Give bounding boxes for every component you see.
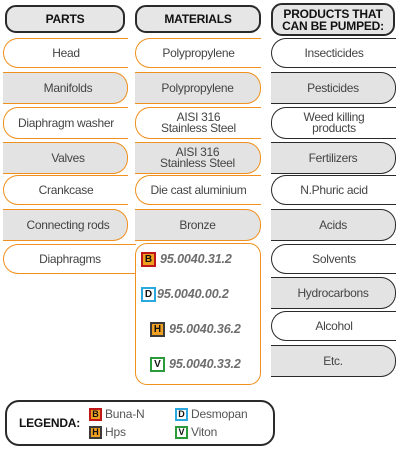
buna-n-legend-icon: B xyxy=(89,407,102,421)
materials-header-label: MATERIALS xyxy=(164,12,232,26)
material-diaphragm-washer: AISI 316 Stainless Steel xyxy=(135,107,261,139)
legend-item-hps: H Hps xyxy=(89,425,126,439)
buna-n-badge-icon: B xyxy=(141,251,156,267)
code-row-d: D 95.0040.00.2 xyxy=(136,284,260,304)
product-solvents: Solvents xyxy=(271,244,396,274)
code-buna-n: 95.0040.31.2 xyxy=(160,252,232,266)
products-header: PRODUCTS THAT CAN BE PUMPED: xyxy=(271,3,395,36)
hps-badge-icon: H xyxy=(150,321,165,337)
material-crankcase: Die cast aluminium xyxy=(135,175,261,205)
legend-title: LEGENDA: xyxy=(19,416,81,430)
part-crankcase: Crankcase xyxy=(3,175,128,205)
part-connecting-rods: Connecting rods xyxy=(3,209,128,241)
parts-header-label: PARTS xyxy=(45,12,85,26)
part-valves: Valves xyxy=(3,142,128,174)
viton-legend-icon: V xyxy=(175,425,188,439)
legend-item-desmopan: D Desmopan xyxy=(175,407,248,421)
product-pesticides: Pesticides xyxy=(271,72,396,104)
materials-header: MATERIALS xyxy=(135,5,261,33)
legend-box: LEGENDA: B Buna-N D Desmopan H Hps V Vit… xyxy=(5,400,275,446)
diaphragm-codes-box: B 95.0040.31.2 D 95.0040.00.2 H 95.0040.… xyxy=(135,243,261,385)
products-header-line1: PRODUCTS THAT xyxy=(283,6,383,21)
material-connecting-rods: Bronze xyxy=(135,209,261,241)
product-hydrocarbons: Hydrocarbons xyxy=(271,277,396,309)
code-row-h: H 95.0040.36.2 xyxy=(136,319,260,339)
material-head: Polypropylene xyxy=(135,38,261,68)
product-fertilizers: Fertilizers xyxy=(271,142,396,174)
code-viton: 95.0040.33.2 xyxy=(169,357,241,371)
parts-header: PARTS xyxy=(5,5,125,33)
products-header-line2: CAN BE PUMPED: xyxy=(282,18,384,33)
viton-badge-icon: V xyxy=(150,356,165,372)
legend-item-buna-n: B Buna-N xyxy=(89,407,145,421)
desmopan-badge-icon: D xyxy=(141,286,156,302)
product-alcohol: Alcohol xyxy=(271,311,396,341)
product-insecticides: Insecticides xyxy=(271,38,396,68)
material-manifolds: Polypropylene xyxy=(135,72,261,104)
part-head: Head xyxy=(3,38,128,68)
product-weed-killing: Weed killing products xyxy=(271,107,396,139)
hps-legend-icon: H xyxy=(89,425,102,439)
part-manifolds: Manifolds xyxy=(3,72,128,104)
product-nphuric-acid: N.Phuric acid xyxy=(271,175,396,205)
code-hps: 95.0040.36.2 xyxy=(169,322,241,336)
part-diaphragms: Diaphragms xyxy=(3,244,136,274)
material-valves: AISI 316 Stainless Steel xyxy=(135,142,261,174)
desmopan-legend-icon: D xyxy=(175,407,188,421)
legend-item-viton: V Viton xyxy=(175,425,217,439)
code-row-b: B 95.0040.31.2 xyxy=(136,249,260,269)
part-diaphragm-washer: Diaphragm washer xyxy=(3,107,128,139)
product-acids: Acids xyxy=(271,209,396,241)
product-etc: Etc. xyxy=(271,345,396,377)
code-row-v: V 95.0040.33.2 xyxy=(136,354,260,374)
code-desmopan: 95.0040.00.2 xyxy=(157,287,229,301)
